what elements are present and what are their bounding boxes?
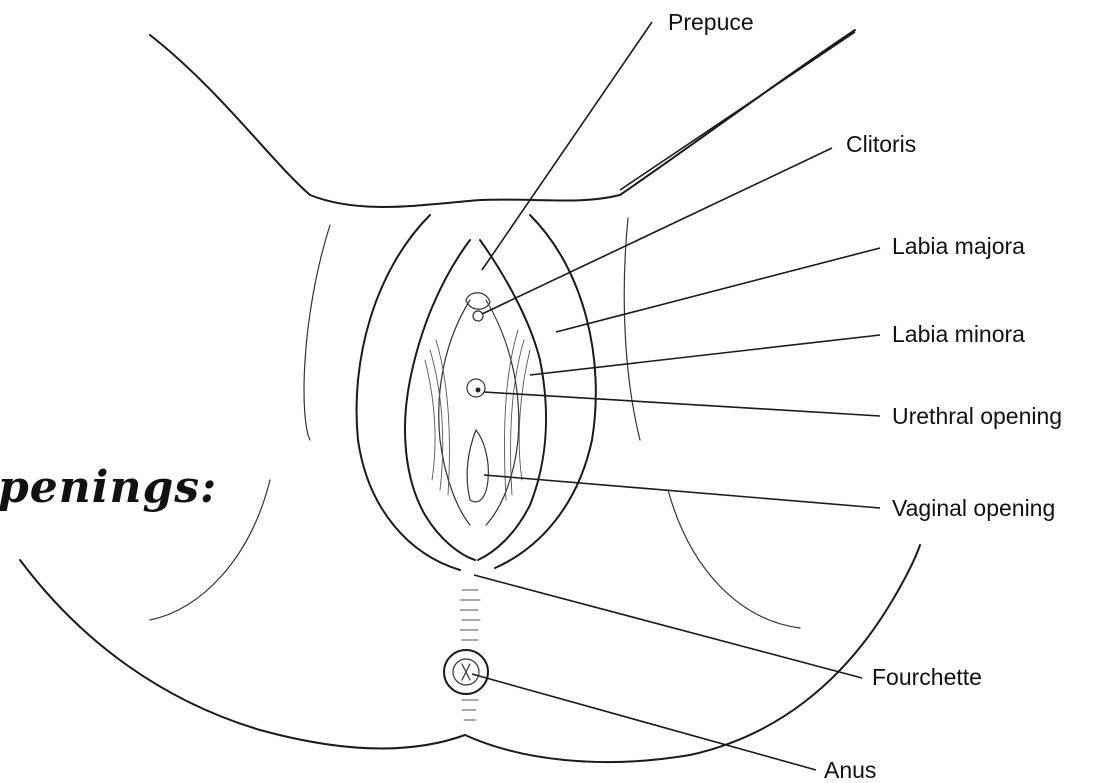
- leader-upper-contour: [620, 32, 855, 190]
- label-anus: Anus: [824, 757, 876, 783]
- labels: Prepuce Clitoris Labia majora Labia mino…: [668, 9, 1062, 783]
- perineum-hatching: [460, 590, 480, 720]
- leader-fourchette: [474, 575, 862, 678]
- leader-anus: [472, 674, 816, 770]
- label-vaginal-opening: Vaginal opening: [892, 495, 1055, 521]
- vulva-drawing: [405, 240, 546, 560]
- leader-labia-majora: [556, 248, 880, 332]
- label-fourchette: Fourchette: [872, 664, 982, 690]
- leader-vaginal-opening: [484, 475, 880, 508]
- label-prepuce: Prepuce: [668, 9, 754, 35]
- leader-labia-minora: [530, 335, 880, 375]
- leader-clitoris: [482, 148, 832, 314]
- label-labia-minora: Labia minora: [892, 321, 1025, 347]
- leader-urethral-opening: [484, 392, 880, 416]
- leader-lines: [472, 22, 880, 770]
- outer-contours: [20, 30, 920, 762]
- anus-drawing: [444, 650, 488, 694]
- label-labia-majora: Labia majora: [892, 233, 1025, 259]
- label-urethral-opening: Urethral opening: [892, 403, 1062, 429]
- label-clitoris: Clitoris: [846, 131, 916, 157]
